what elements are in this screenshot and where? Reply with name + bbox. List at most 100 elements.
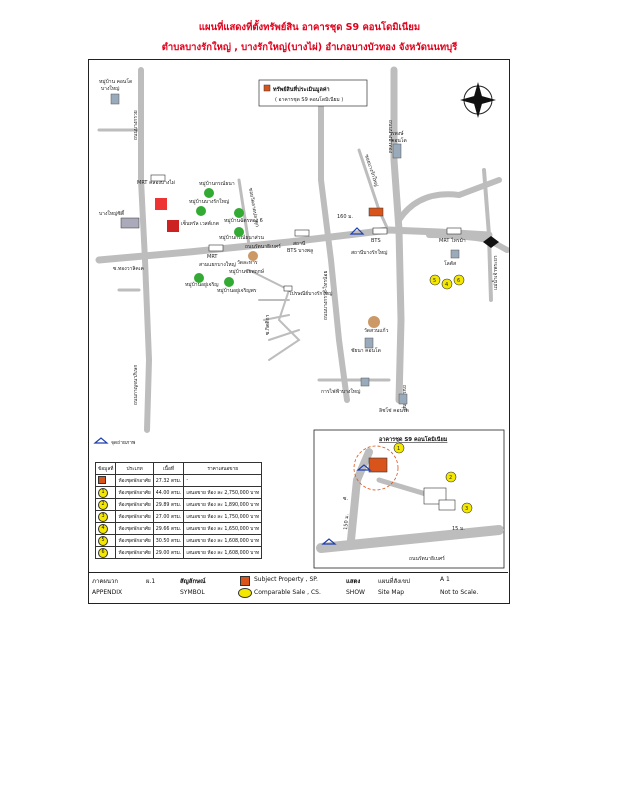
bridge-icon <box>483 236 499 248</box>
label-road-left2: ถนนบางกรวย <box>133 110 139 140</box>
table-cell: ห้องชุดพักอาศัย <box>115 486 154 499</box>
tree-icon <box>234 227 244 237</box>
inset-subject-marker <box>368 457 388 473</box>
label-village-4: หมู่บ้านกรณ์ธนาส่วน <box>219 234 264 241</box>
label-ega: การไฟฟ้าบางใหญ่ <box>321 388 360 395</box>
label-village-1: หมู่บ้านกรณ์ธนา <box>199 180 235 187</box>
label-condo-r1: วรพงษ์ <box>389 130 404 137</box>
label-station-1b: BTS บางพลู <box>287 248 313 254</box>
label-village-7: หมู่บ้านอยู่เจริญ <box>185 281 219 288</box>
table-cell: 29.00 ตรม. <box>152 546 185 559</box>
inset-comparable-number: 2 <box>449 475 452 481</box>
label-mrt-sam: MRT <box>207 254 218 260</box>
road-mid-vertical <box>318 97 350 403</box>
label-village-5: หมู่บ้านชัยพฤกษ์ <box>229 268 265 275</box>
road-right-curve <box>396 177 502 223</box>
tree-icon <box>204 188 214 198</box>
footer-show-val-en: Site Map <box>378 589 405 596</box>
map-frame: หมู่บ้าน คอนโด บางใหญ่ MRT คลองบางไผ่ บา… <box>88 59 510 604</box>
photo-point-icon <box>349 227 365 235</box>
inset-subject-ring <box>353 445 399 491</box>
table-cell: เสนอขาย ห้อง ละ 1,890,000 บาท <box>183 498 263 511</box>
label-big-c: บางใหญ่ซิตี้ <box>99 208 125 217</box>
comparable-number: 6 <box>457 278 460 284</box>
footer-show-en: SHOW <box>346 589 365 596</box>
table-cell-id: 4 <box>94 522 117 535</box>
table-row: ห้องชุดพักอาศัย 27.32 ตรม. - <box>94 474 263 487</box>
footer-subject-icon <box>240 576 250 586</box>
subject-box-line1: ทรัพย์สินที่ประเมินมูลค่า <box>273 85 330 94</box>
inset-comparable-marker <box>461 502 473 514</box>
label-station-2b: สถานีบางรักใหญ่ <box>351 249 387 256</box>
subject-box <box>258 79 368 107</box>
label-lotus: โลตัส <box>444 260 456 267</box>
road-right-vertical <box>390 66 405 404</box>
comparison-table: ข้อมูลที่ ประเภท เนื้อที่ ราคาเสนอขาย ห้… <box>94 462 263 559</box>
table-cell: ห้องชุดพักอาศัย <box>115 510 154 523</box>
label-condo-top-left2: บางใหญ่ <box>101 85 119 92</box>
subject-box-line2: ( อาคารชุด S9 คอนโดมิเนียม ) <box>275 96 343 103</box>
building-icon <box>450 249 460 259</box>
label-condo-top-left: หมู่บ้าน คอนโด <box>99 78 132 85</box>
shop-logo-icon <box>155 198 167 210</box>
table-cell-id: 3 <box>94 510 117 523</box>
subject-legend-icon <box>263 84 271 92</box>
label-road-mid: ถนนบางกรวย-ไทรน้อย <box>322 271 329 320</box>
label-temple-1: วัดละหาร <box>237 260 258 266</box>
mall-icon <box>120 217 140 229</box>
comparable-marker <box>453 274 465 286</box>
table-cell-id: 2 <box>94 498 117 511</box>
footer-appendix-no: ผ.1 <box>146 578 156 585</box>
road-far-right <box>482 168 493 302</box>
map-title: แผนที่แสดงที่ตั้งทรัพย์สิน อาคารชุด S9 ค… <box>198 22 421 33</box>
map-subtitle: ตำบลบางรักใหญ่ , บางรักใหญ่(บางไผ่) อำเภ… <box>161 42 458 53</box>
tree-icon <box>234 208 244 218</box>
label-road-right: ถนนบางบัวทอง <box>387 120 393 154</box>
label-mrt-klang: MRT คลองบางไผ่ <box>137 179 175 186</box>
photo-point-label: จุดถ่ายภาพ <box>111 440 135 446</box>
tree-icon <box>194 273 204 283</box>
inset-road-soi <box>347 448 373 544</box>
table-cell: 44.00 ตรม. <box>152 486 185 499</box>
table-cell: 29.89 ตรม. <box>152 498 185 511</box>
table-cell: เสนอขาย ห้อง ละ 1,608,000 บาท <box>183 534 263 547</box>
label-central: เซ็นทรัล เวสต์เกต <box>181 219 219 227</box>
building-icon <box>110 93 120 105</box>
label-village-8: หมู่บ้านอยู่เจริญพร <box>217 287 257 294</box>
road-soi-web <box>248 269 301 361</box>
table-row: 4 ห้องชุดพักอาศัย 29.66 ตรม. เสนอขาย ห้อ… <box>94 522 263 535</box>
label-condo-r2: ชัยนา คอนโด <box>351 347 381 354</box>
comparable-marker <box>429 274 441 286</box>
subject-property-marker <box>368 207 384 217</box>
table-header: ราคาเสนอขาย <box>183 462 263 475</box>
subject-legend-icon <box>98 475 106 484</box>
bts-station-icon <box>294 229 310 237</box>
inset-soi: ซ. <box>343 496 348 502</box>
inset-comparable-marker <box>393 442 405 454</box>
footer-show-th: แสดง <box>346 578 361 585</box>
road-soi-right <box>357 148 391 234</box>
table-header: ข้อมูลที่ <box>94 462 117 475</box>
comparable-marker <box>441 278 453 290</box>
comparable-number: 4 <box>445 282 448 288</box>
table-cell-id: 5 <box>94 534 117 547</box>
inset-title: อาคารชุด S9 คอนโดมิเนียม <box>379 435 448 443</box>
footer-subject-legend: Subject Property , SP. <box>254 576 318 583</box>
label-village-3: หมู่บ้านฉัตรทอง 6 <box>224 217 263 224</box>
central-logo-icon <box>167 220 179 232</box>
table-cell: - <box>183 474 263 487</box>
inset-road-label: ถนนรัตนาธิเบศร์ <box>409 555 445 562</box>
inset-dist-150: 150 ม. <box>343 513 350 530</box>
footer-scale: Not to Scale. <box>440 589 479 596</box>
photo-point-legend-icon <box>93 437 109 444</box>
footer-scale-code: A 1 <box>440 576 450 583</box>
table-cell: ห้องชุดพักอาศัย <box>115 522 154 535</box>
footer-appendix-en: APPENDIX <box>92 589 123 596</box>
building-icon <box>398 393 408 405</box>
table-cell: ห้องชุดพักอาศัย <box>115 474 154 487</box>
building-icon <box>360 377 370 387</box>
post-icon <box>283 285 293 292</box>
table-cell: ห้องชุดพักอาศัย <box>115 498 154 511</box>
footer-appendix-th: ภาคผนวก <box>92 578 118 585</box>
table-cell-id <box>94 474 117 487</box>
